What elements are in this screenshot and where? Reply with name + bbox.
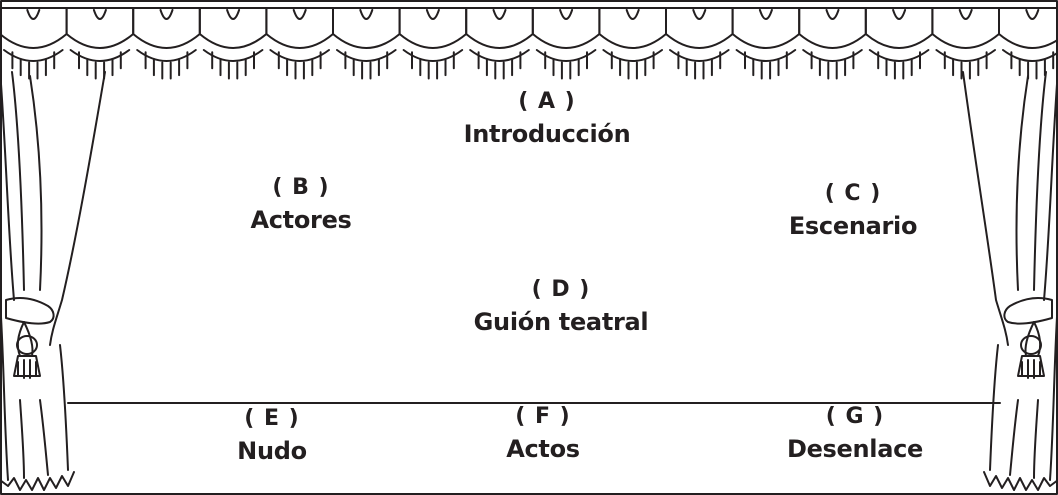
valance-scallop [132, 7, 201, 49]
valance-pleat [292, 9, 307, 20]
label-b-term: Actores [250, 206, 352, 234]
label-a-code: ( A ) [518, 89, 576, 114]
valance-pleat [359, 9, 374, 20]
valance-fringe-edge [935, 49, 996, 62]
valance-pleat [692, 9, 707, 20]
valance-pleat [825, 9, 840, 20]
label-g-desenlace: ( G ) Desenlace [787, 403, 923, 467]
label-e-term: Nudo [237, 437, 307, 465]
label-d-code: ( D ) [531, 277, 591, 302]
label-a-term: Introducción [463, 120, 631, 148]
valance-fringe-edge [868, 49, 930, 62]
valance-fringe-edge [469, 49, 530, 62]
valance-scallop [798, 7, 867, 49]
valance-scallop [731, 7, 801, 49]
valance-pleats [26, 9, 1040, 20]
valance-scallop [265, 7, 334, 49]
valance-scallop [65, 7, 135, 49]
valance-pleat [892, 9, 907, 20]
valance-scallop [332, 7, 401, 49]
valance-scallop [465, 7, 534, 49]
left-curtain-tieback [5, 297, 55, 379]
valance-pleat [492, 9, 507, 20]
label-g-term: Desenlace [786, 435, 924, 463]
valance-scallop [931, 7, 1000, 49]
valance-fringe-edge [669, 49, 730, 62]
label-d-term: Guión teatral [473, 308, 649, 336]
valance-fringe-edge [269, 49, 330, 62]
valance-pleat [1025, 9, 1040, 20]
valance-fringe-edge [3, 49, 64, 62]
valance-scallop [531, 7, 601, 49]
valance-fringe-edge [202, 49, 264, 62]
valance-scallops [0, 7, 1058, 49]
label-d-guion-teatral: ( D ) Guión teatral [474, 276, 649, 340]
label-c-code: ( C ) [824, 181, 882, 206]
valance-fringe-edge [602, 49, 663, 62]
valance-fringe-edge [336, 49, 397, 62]
valance-pleat [559, 9, 574, 20]
left-curtain [0, 69, 106, 491]
valance-fringe [3, 49, 1058, 80]
curtain-valance [0, 7, 1058, 80]
right-curtain-tieback [1003, 297, 1053, 379]
label-c-term: Escenario [788, 212, 918, 240]
valance-scallop [665, 7, 734, 49]
valance-fringe-edge [402, 49, 464, 62]
valance-pleat [159, 9, 174, 20]
valance-pleat [758, 9, 773, 20]
valance-scallop [198, 7, 268, 49]
valance-fringe-edge [136, 49, 197, 62]
label-f-code: ( F ) [515, 404, 571, 429]
valance-fringe-edge [735, 49, 797, 62]
valance-fringe-edge [535, 49, 597, 62]
label-g-code: ( G ) [825, 404, 885, 429]
right-curtain [962, 69, 1058, 491]
label-a-introduccion: ( A ) Introducción [464, 88, 631, 152]
valance-scallop [998, 7, 1058, 49]
label-c-escenario: ( C ) Escenario [788, 180, 918, 244]
valance-pleat [625, 9, 640, 20]
label-b-code: ( B ) [272, 175, 330, 200]
label-e-nudo: ( E ) Nudo [237, 405, 307, 469]
valance-pleat [226, 9, 241, 20]
label-e-code: ( E ) [244, 406, 300, 431]
valance-scallop [598, 7, 667, 49]
valance-fringe-edge [1002, 49, 1058, 62]
valance-pleat [26, 9, 41, 20]
valance-fringe-edge [802, 49, 863, 62]
label-b-actores: ( B ) Actores [250, 174, 351, 238]
valance-scallop [398, 7, 468, 49]
valance-scallop [864, 7, 934, 49]
valance-pleat [425, 9, 440, 20]
label-f-term: Actos [506, 435, 580, 463]
valance-pleat [92, 9, 107, 20]
valance-pleat [958, 9, 973, 20]
label-f-actos: ( F ) Actos [506, 403, 580, 467]
valance-scallop [0, 7, 68, 49]
valance-fringe-edge [69, 49, 131, 62]
